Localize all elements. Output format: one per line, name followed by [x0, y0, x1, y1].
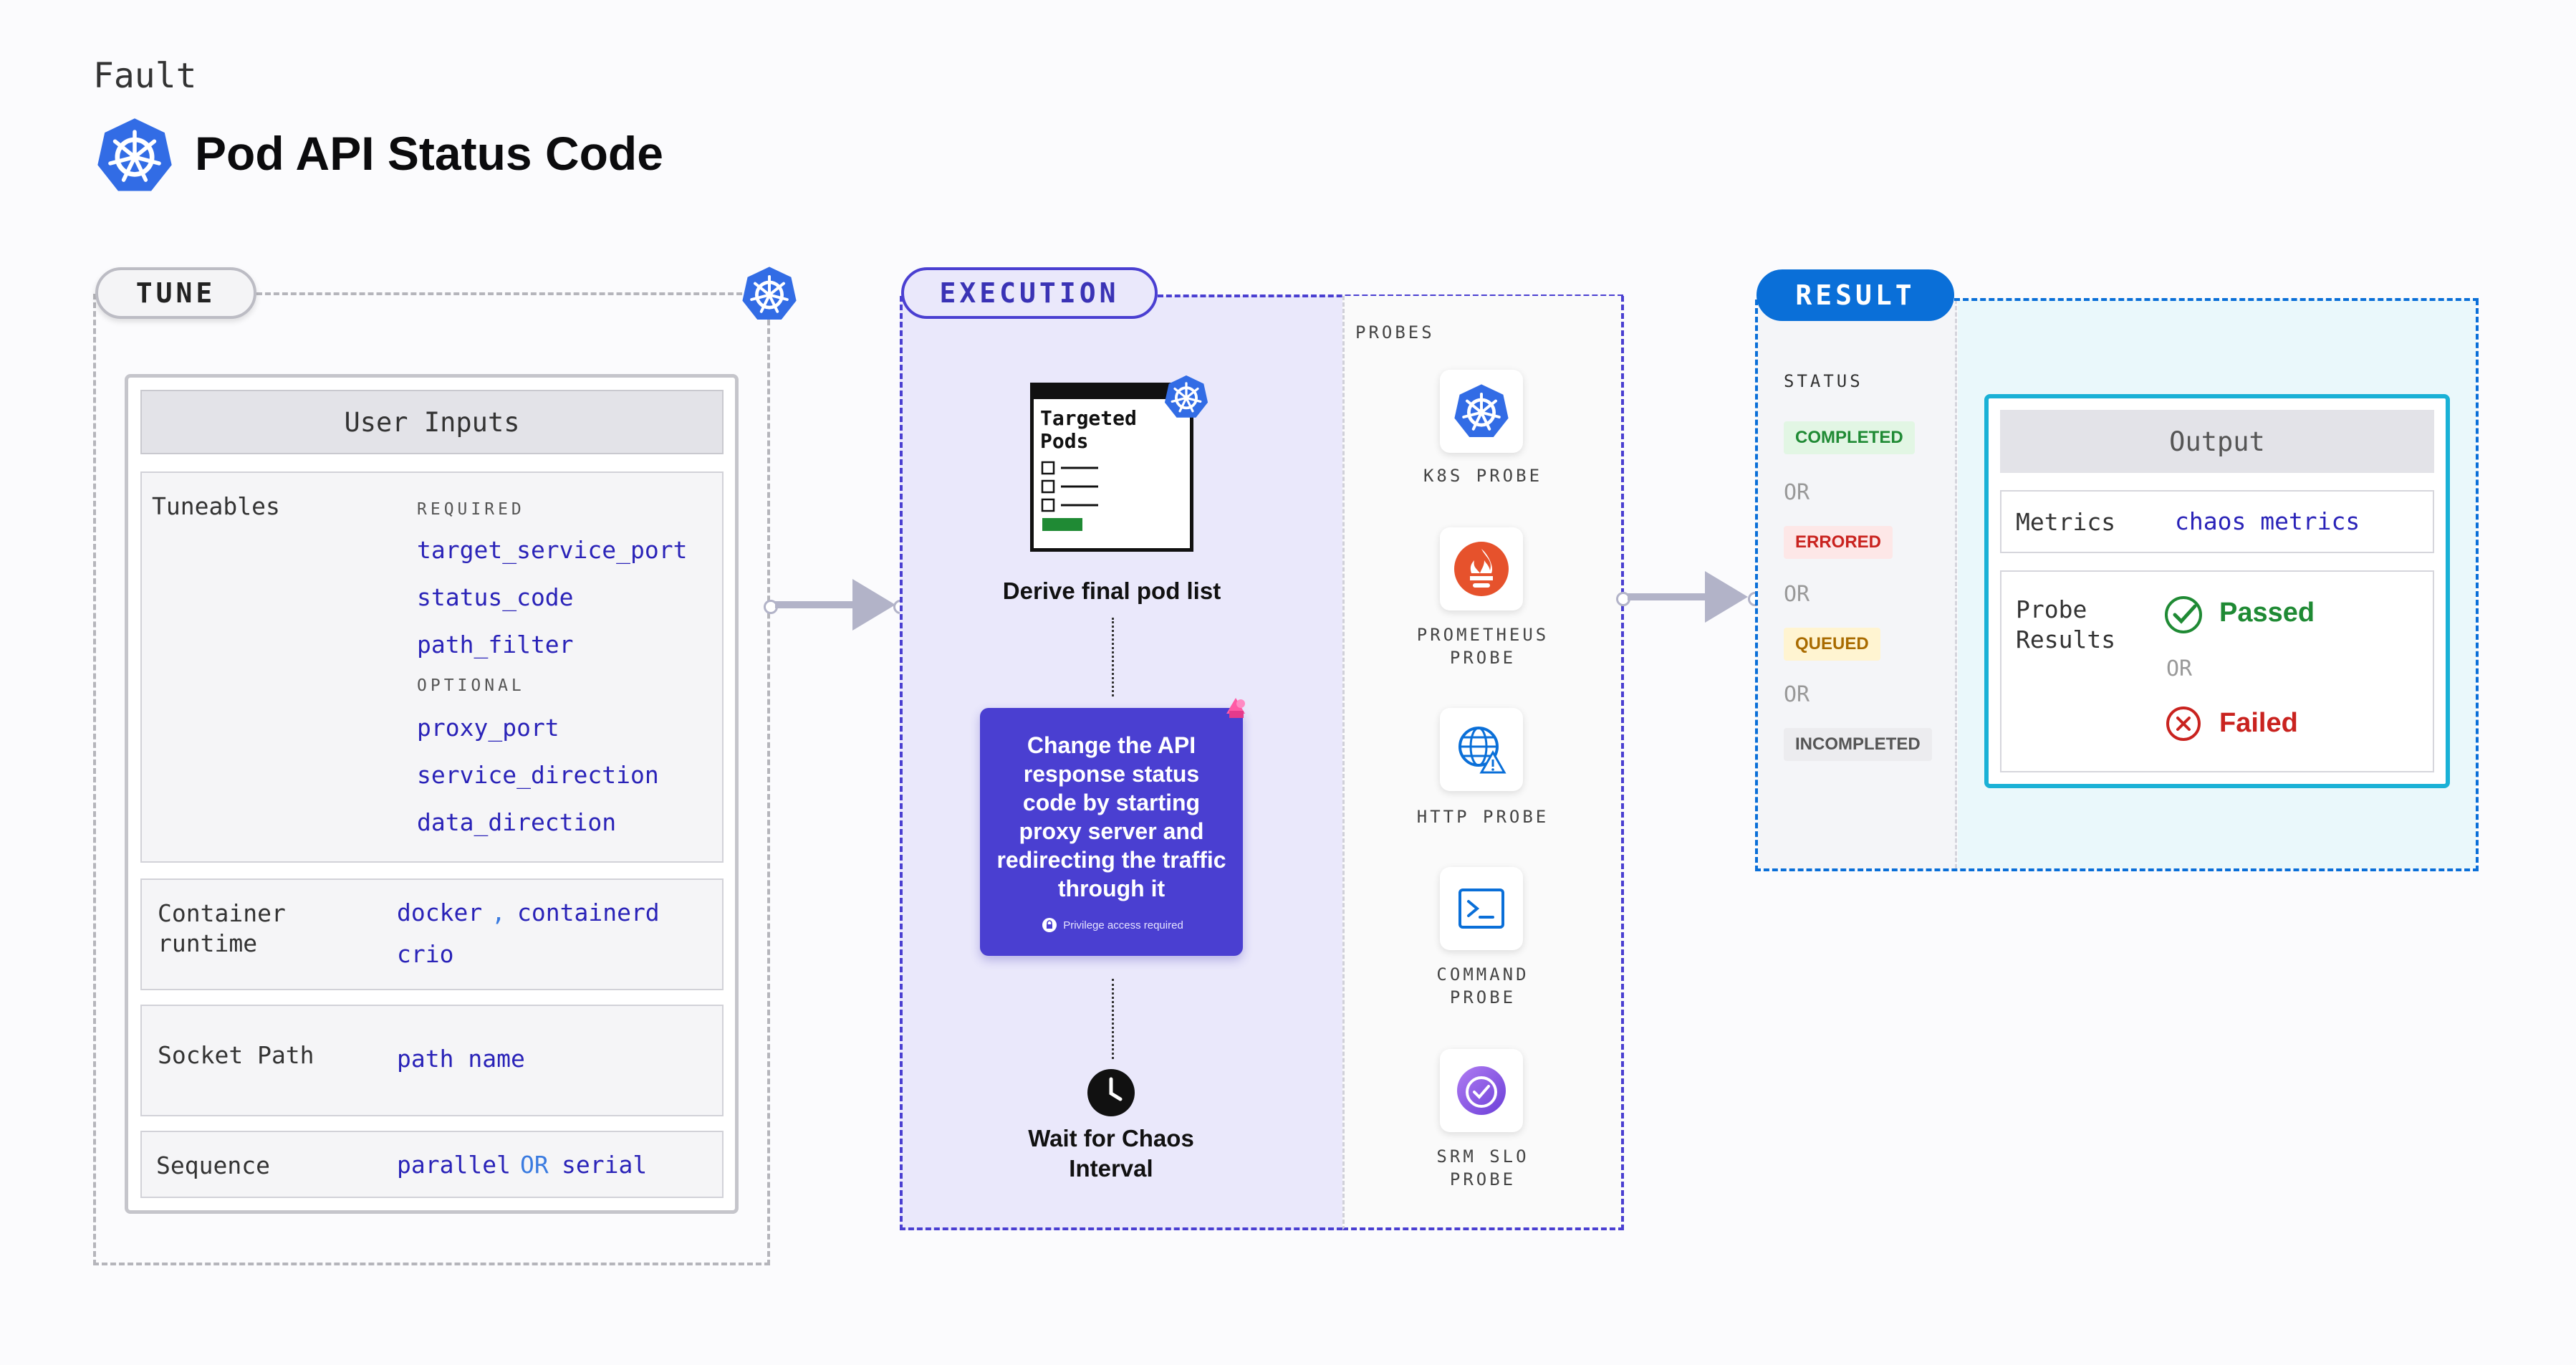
check-circle-icon — [2165, 596, 2202, 633]
tune-divider — [256, 292, 751, 295]
socket-path-label: Socket Path — [158, 1041, 314, 1069]
x-circle-icon — [2166, 707, 2201, 741]
metrics-box — [2000, 490, 2434, 553]
targeted-pods-card — [1030, 383, 1193, 552]
probe-results-box — [2000, 570, 2434, 772]
status-column — [1758, 300, 1957, 868]
status-badge-incompleted: INCOMPLETED — [1784, 728, 1932, 761]
output-title: Output — [2000, 410, 2434, 473]
probes-label: PROBES — [1355, 322, 1435, 343]
prometheus-probe-tile — [1440, 527, 1523, 610]
sequence-parallel: parallel — [397, 1151, 511, 1179]
chaos-injection-card — [980, 708, 1243, 956]
or-separator: OR — [2166, 656, 2193, 681]
status-badge-completed: COMPLETED — [1784, 421, 1915, 454]
tuneables-box — [140, 471, 724, 863]
sequence-separator: OR — [520, 1151, 549, 1179]
k8s-probe-label: K8S PROBE — [1423, 466, 1543, 486]
kubernetes-icon — [741, 265, 798, 322]
param-status-code: status_code — [417, 583, 574, 611]
k8s-probe-tile — [1440, 370, 1523, 453]
lock-icon — [1042, 918, 1057, 932]
status-badge-errored: ERRORED — [1784, 526, 1893, 559]
tune-section — [93, 294, 770, 1265]
http-probe-tile — [1440, 708, 1523, 791]
sequence-label: Sequence — [156, 1151, 270, 1179]
arrow-right-icon — [1705, 571, 1748, 623]
socket-path-box — [140, 1005, 724, 1116]
result-section — [1755, 300, 2479, 871]
or-separator: OR — [1784, 682, 1810, 707]
container-runtime-box — [140, 878, 724, 990]
connector-line — [1628, 593, 1708, 600]
kubernetes-icon — [1453, 383, 1510, 440]
param-data-direction: data_direction — [417, 808, 617, 836]
command-probe-tile — [1440, 867, 1523, 950]
slo-gauge-icon — [1457, 1066, 1506, 1115]
kubernetes-icon — [95, 116, 174, 195]
prometheus-icon — [1454, 542, 1509, 596]
status-label: STATUS — [1784, 371, 1863, 391]
terminal-icon — [1458, 889, 1504, 929]
socket-path-value: path name — [397, 1045, 525, 1073]
sequence-box — [140, 1131, 724, 1198]
param-target-service-port: target_service_port — [417, 536, 688, 564]
kubernetes-icon — [1163, 374, 1209, 419]
or-separator: OR — [1784, 480, 1810, 505]
flow-connector — [1112, 618, 1114, 696]
privilege-note: Privilege access required — [1023, 917, 1202, 933]
srm-slo-probe-tile — [1440, 1049, 1523, 1132]
user-inputs-title: User Inputs — [140, 390, 724, 454]
required-label: REQUIRED — [417, 500, 525, 519]
probe-failed: Failed — [2219, 708, 2298, 738]
flow-connector — [1112, 979, 1114, 1059]
runtime-containerd: containerd — [517, 899, 660, 926]
probe-passed: Passed — [2219, 598, 2315, 628]
runtime-docker: docker — [397, 899, 483, 926]
param-path-filter: path_filter — [417, 631, 574, 658]
runtime-separator: , — [491, 899, 506, 926]
connector-line — [775, 601, 855, 608]
sequence-serial: serial — [562, 1151, 648, 1179]
result-pill: RESULT — [1756, 269, 1954, 321]
checklist-icon — [1041, 461, 1098, 531]
page-title: Pod API Status Code — [195, 127, 663, 180]
fault-label: Fault — [93, 56, 197, 96]
clock-icon — [1087, 1069, 1135, 1116]
http-globe-icon — [1458, 727, 1506, 774]
derive-pod-list-label: Derive final pod list — [1002, 578, 1221, 604]
or-separator: OR — [1784, 582, 1810, 607]
runtime-crio: crio — [397, 940, 454, 968]
http-probe-label: HTTP PROBE — [1416, 807, 1549, 827]
tuneables-label: Tuneables — [152, 492, 280, 520]
chaos-spark-icon — [1226, 698, 1245, 718]
arrow-right-icon — [852, 579, 895, 631]
result-divider — [1954, 298, 2479, 301]
tune-pill: TUNE — [95, 267, 256, 319]
metrics-label: Metrics — [2016, 508, 2116, 536]
status-badge-queued: QUEUED — [1784, 628, 1880, 661]
chaos-description: Change the API response status code by s… — [996, 732, 1226, 901]
param-proxy-port: proxy_port — [417, 714, 559, 742]
param-service-direction: service_direction — [417, 761, 659, 789]
metrics-value: chaos metrics — [2175, 507, 2360, 535]
execution-pill: EXECUTION — [901, 267, 1158, 319]
optional-label: OPTIONAL — [417, 676, 525, 695]
